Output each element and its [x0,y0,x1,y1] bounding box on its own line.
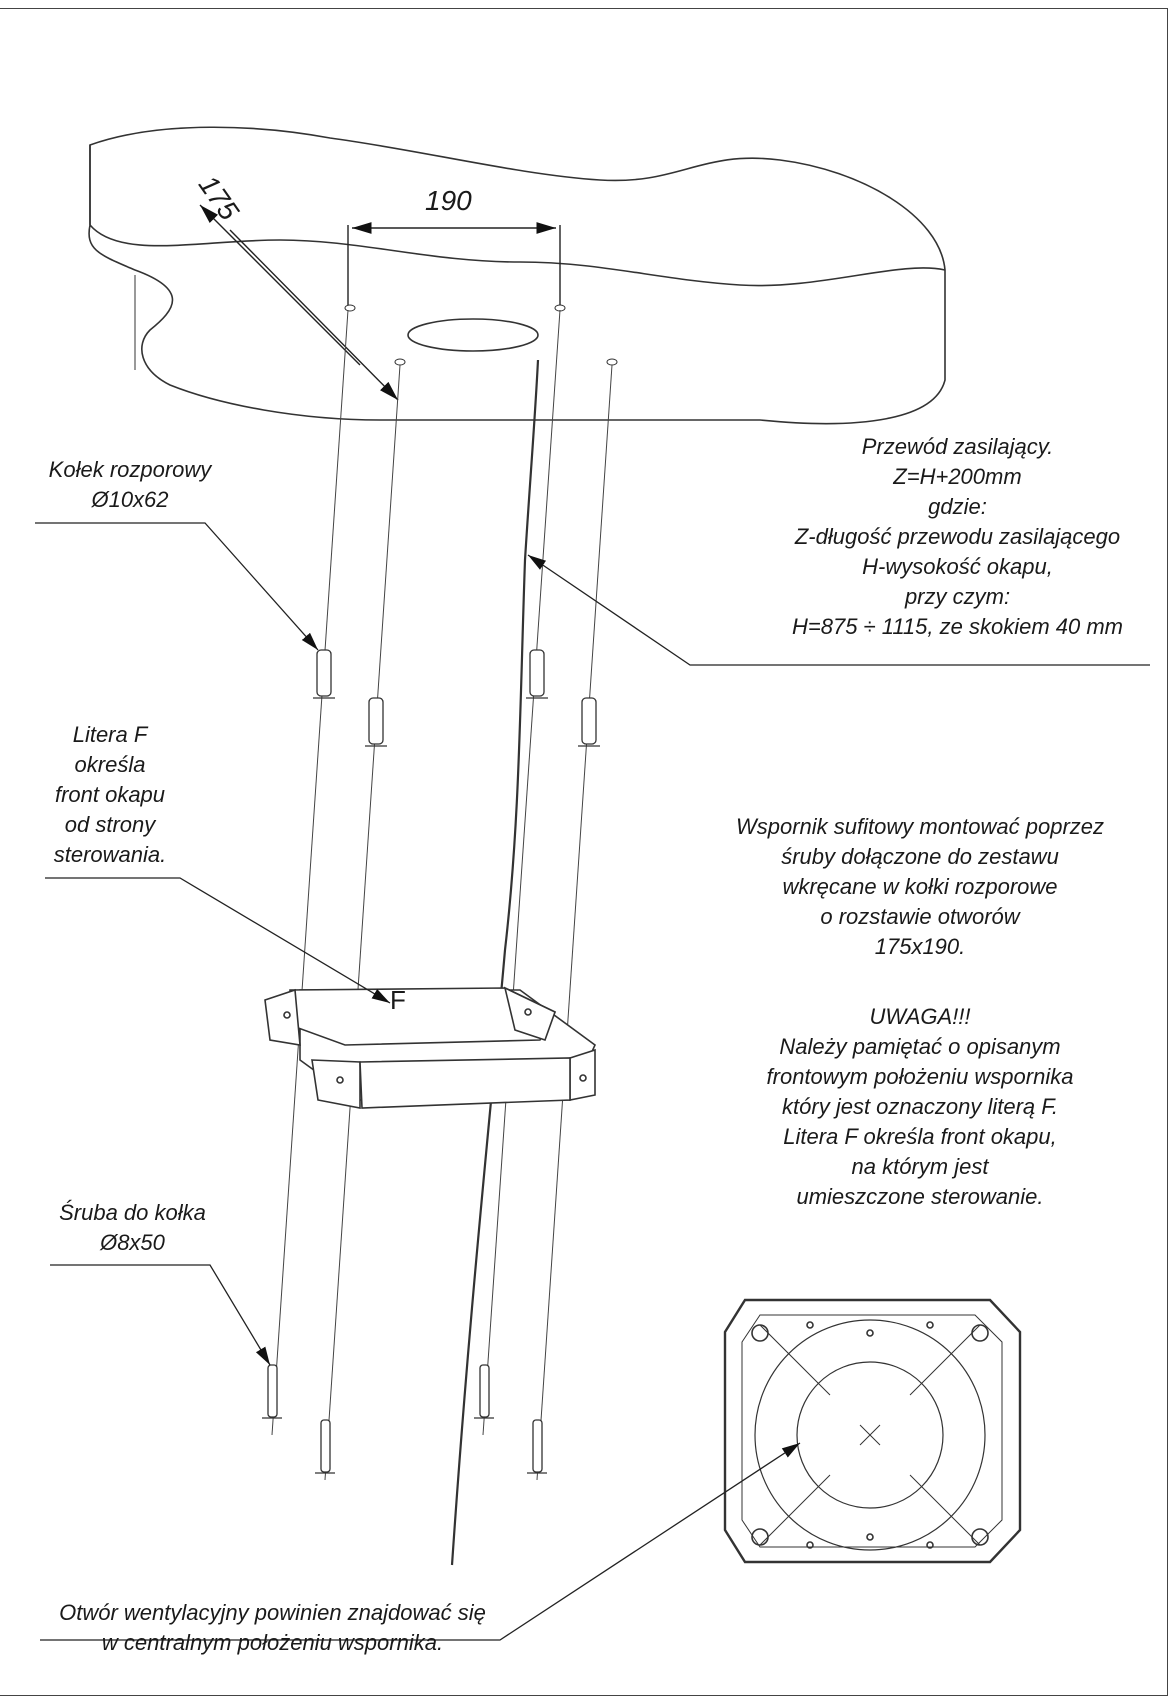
cable-line-4: Z-długość przewodu zasilającego [794,524,1121,549]
vent-label-line-2: w centralnym położeniu wspornika. [101,1630,444,1655]
warning-line-7: umieszczone sterowanie. [796,1184,1044,1209]
mounting-line-1: Wspornik sufitowy montować poprzez [735,814,1105,839]
anchor-label-line-2: Ø10x62 [91,487,169,512]
page-frame [0,8,1168,1696]
warning-line-6: na którym jest [851,1154,989,1179]
ceiling-bracket [264,986,596,1109]
ceiling-slab [88,126,946,425]
dimension-190 [347,222,561,305]
letter-f-line-1: Litera F [72,722,148,747]
bracket-front-letter: F [390,985,406,1015]
anchors [313,649,600,747]
guide-lines [271,309,613,1481]
cable-line-1: Przewód zasilający. [861,434,1054,459]
dimension-190-label: 190 [425,185,472,216]
anchor-label-line-1: Kołek rozporowy [48,457,212,482]
mounting-line-4: o rozstawie otworów [820,904,1020,929]
warning-line-2: Należy pamiętać o opisanym [779,1034,1061,1059]
letter-f-line-3: front okapu [54,782,166,807]
letter-f-line-5: sterowania. [53,842,167,867]
screw-label-line-1: Śruba do kołka [59,1200,206,1225]
warning-line-3: frontowym położeniu wspornika [766,1064,1074,1089]
mounting-line-3: wkręcane w kołki rozporowe [782,874,1058,899]
warning-line-5: Litera F określa front okapu, [783,1124,1057,1149]
cable-line-3: gdzie: [928,494,987,519]
cable-line-5: H-wysokość okapu, [862,554,1053,579]
ceiling-holes [344,304,618,366]
vent-label: Otwór wentylacyjny powinien znajdować si… [20,1598,525,1658]
mounting-note: Wspornik sufitowy montować poprzez śruby… [700,812,1140,962]
cable-line-7: H=875 ÷ 1115, ze skokiem 40 mm [791,614,1124,639]
warning-note: UWAGA!!! Należy pamiętać o opisanym fron… [715,1002,1125,1212]
cable-label: Przewód zasilający. Z=H+200mm gdzie: Z-d… [755,432,1160,642]
warning-line-4: który jest oznaczony literą F. [782,1094,1058,1119]
vent-hole [407,318,539,352]
letter-f-line-2: określa [74,752,146,777]
letter-f-label: Litera F określa front okapu od strony s… [35,720,185,870]
warning-line-1: UWAGA!!! [869,1004,971,1029]
screws [262,1364,547,1474]
letter-f-line-4: od strony [64,812,156,837]
cable-line-6: przy czym: [904,584,1011,609]
power-cable [450,359,540,1566]
screw-label-line-2: Ø8x50 [100,1230,165,1255]
vent-label-line-1: Otwór wentylacyjny powinien znajdować si… [59,1600,486,1625]
mounting-line-2: śruby dołączone do zestawu [781,844,1059,869]
cable-line-2: Z=H+200mm [893,464,1022,489]
anchor-label: Kołek rozporowy Ø10x62 [30,455,230,515]
bracket-top-view [723,1298,1022,1564]
screw-label: Śruba do kołka Ø8x50 [40,1198,225,1258]
mounting-line-5: 175x190. [874,934,966,959]
dimension-175 [199,204,399,401]
leader-lines [35,522,1150,1641]
